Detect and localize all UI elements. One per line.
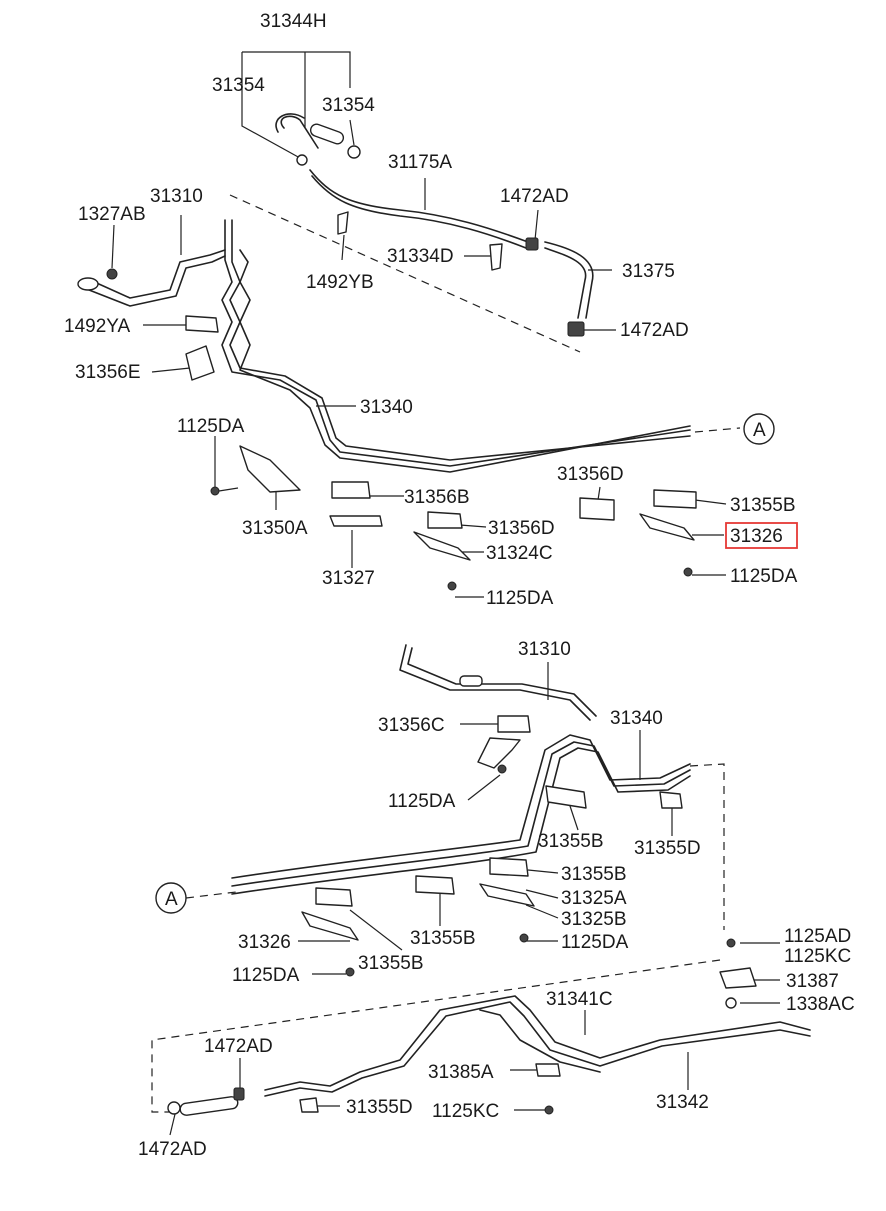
- label-31342: 31342: [656, 1092, 709, 1113]
- label-31355B-e: 31355B: [358, 953, 424, 974]
- label-31326-lower: 31326: [238, 932, 291, 953]
- label-31340-upper: 31340: [360, 397, 413, 418]
- label-31350A: 31350A: [242, 518, 308, 539]
- label-1125DA-f: 1125DA: [232, 965, 300, 986]
- label-31325B: 31325B: [561, 909, 627, 930]
- label-31175A: 31175A: [388, 152, 452, 173]
- line-31341C: [167, 995, 811, 1116]
- label-31310-upper: 31310: [150, 186, 203, 207]
- labels-upper: 31344H 31354 31354 31175A 1472AD 31310 1…: [64, 11, 798, 609]
- label-31356C: 31356C: [378, 715, 445, 736]
- label-1472AD-mid: 1472AD: [620, 320, 689, 341]
- label-31355D-b: 31355D: [346, 1097, 413, 1118]
- label-31324C: 31324C: [486, 543, 553, 564]
- label-1338AC: 1338AC: [786, 994, 855, 1015]
- label-31341C: 31341C: [546, 989, 613, 1010]
- label-31326-highlighted: 31326: [730, 526, 783, 547]
- dash-lines-top: [229, 194, 741, 433]
- label-31385A: 31385A: [428, 1062, 494, 1083]
- label-1125KC-a: 1125KC: [784, 946, 851, 967]
- highlight-box-31326: [725, 522, 798, 549]
- line-31340-bundle: [77, 219, 691, 473]
- clips-upper: [185, 315, 697, 591]
- label-31356E: 31356E: [75, 362, 141, 383]
- leaders-top: [111, 51, 727, 598]
- label-1492YB: 1492YB: [306, 272, 374, 293]
- label-1125DA-e: 1125DA: [561, 932, 629, 953]
- label-1125DA-c: 1125DA: [730, 566, 798, 587]
- label-1125KC-b: 1125KC: [432, 1101, 499, 1122]
- label-31356D-b: 31356D: [488, 518, 555, 539]
- label-31375: 31375: [622, 261, 675, 282]
- label-1492YA: 1492YA: [64, 316, 131, 337]
- label-31356B: 31356B: [404, 487, 470, 508]
- label-1125DA-a: 1125DA: [177, 416, 245, 437]
- label-1125DA-d: 1125DA: [388, 791, 456, 812]
- label-31354-right: 31354: [322, 95, 375, 116]
- label-31355B-b: 31355B: [538, 831, 604, 852]
- label-1472AD-top: 1472AD: [500, 186, 569, 207]
- label-31356D-a: 31356D: [557, 464, 624, 485]
- ref-circle-a-upper: [743, 413, 775, 445]
- label-31327: 31327: [322, 568, 375, 589]
- label-31340-lower: 31340: [610, 708, 663, 729]
- label-31354-left: 31354: [212, 75, 265, 96]
- label-1125AD: 1125AD: [784, 926, 851, 947]
- dash-lines-bottom: [151, 763, 725, 1113]
- label-31310-lower: 31310: [518, 639, 571, 660]
- leaders-bottom: [169, 662, 780, 1136]
- label-31355B-a: 31355B: [730, 495, 796, 516]
- label-ref-a-lower: A: [165, 889, 178, 910]
- label-31325A: 31325A: [561, 888, 627, 909]
- labels-lower: 31310 31340 31356C 1125DA 31355B 31355D …: [138, 639, 855, 1160]
- ref-circle-a-lower: [155, 882, 187, 914]
- label-31355B-c: 31355B: [561, 864, 627, 885]
- label-31355D-a: 31355D: [634, 838, 701, 859]
- line-31340-lower: [231, 644, 691, 895]
- label-31344H: 31344H: [260, 11, 327, 32]
- label-1125DA-b: 1125DA: [486, 588, 554, 609]
- label-1327AB: 1327AB: [78, 204, 146, 225]
- label-31355B-d: 31355B: [410, 928, 476, 949]
- label-1472AD-low2: 1472AD: [138, 1139, 207, 1160]
- label-31334D: 31334D: [387, 246, 454, 267]
- clips-lower: [299, 715, 757, 1115]
- label-ref-a-upper: A: [753, 420, 766, 441]
- hose-31175A: [275, 113, 594, 337]
- label-31387: 31387: [786, 971, 839, 992]
- label-1472AD-low1: 1472AD: [204, 1036, 273, 1057]
